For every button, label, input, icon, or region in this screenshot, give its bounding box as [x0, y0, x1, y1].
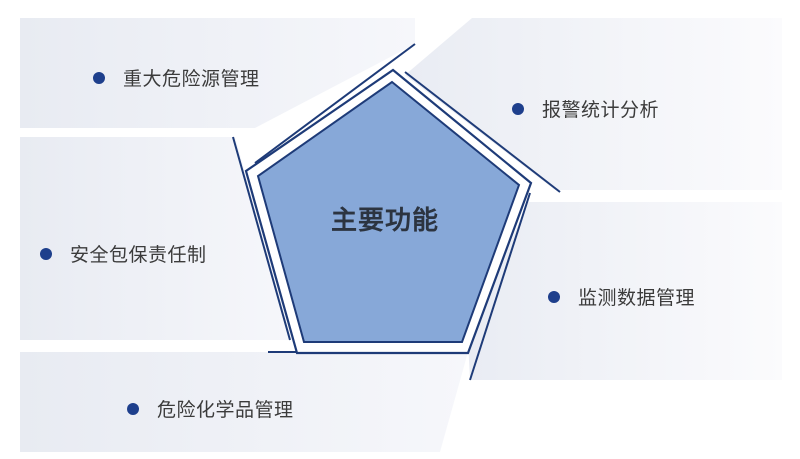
item-label: 监测数据管理: [578, 287, 696, 309]
panel-middle-left: [20, 137, 292, 340]
separator-line-right: [469, 192, 531, 381]
bullet-dot: [40, 247, 52, 260]
panel-middle-right: [468, 202, 782, 380]
bullet-dot: [548, 290, 560, 303]
separator-line-top-right: [404, 71, 561, 193]
item-label: 危险化学品管理: [157, 399, 294, 421]
item-label: 重大危险源管理: [123, 68, 260, 90]
panel-top-left: [20, 18, 415, 128]
item-hazardous-chemicals-management: 危险化学品管理: [127, 395, 294, 422]
item-label: 安全包保责任制: [70, 244, 207, 266]
item-monitoring-data-management: 监测数据管理: [548, 283, 695, 310]
center-title: 主要功能: [330, 206, 439, 236]
item-safety-responsibility-system: 安全包保责任制: [40, 240, 207, 267]
item-label: 报警统计分析: [542, 99, 660, 121]
separator-line-left: [232, 136, 291, 341]
item-alarm-statistics-analysis: 报警统计分析: [512, 95, 659, 122]
bullet-dot: [93, 71, 105, 84]
item-major-hazard-management: 重大危险源管理: [93, 64, 260, 91]
panel-bottom: [20, 352, 468, 452]
panel-top-right: [405, 18, 782, 190]
separator-line-top-left: [254, 43, 416, 164]
bullet-dot: [127, 402, 139, 415]
bullet-dot: [512, 102, 524, 115]
center-pentagon: [256, 80, 521, 343]
